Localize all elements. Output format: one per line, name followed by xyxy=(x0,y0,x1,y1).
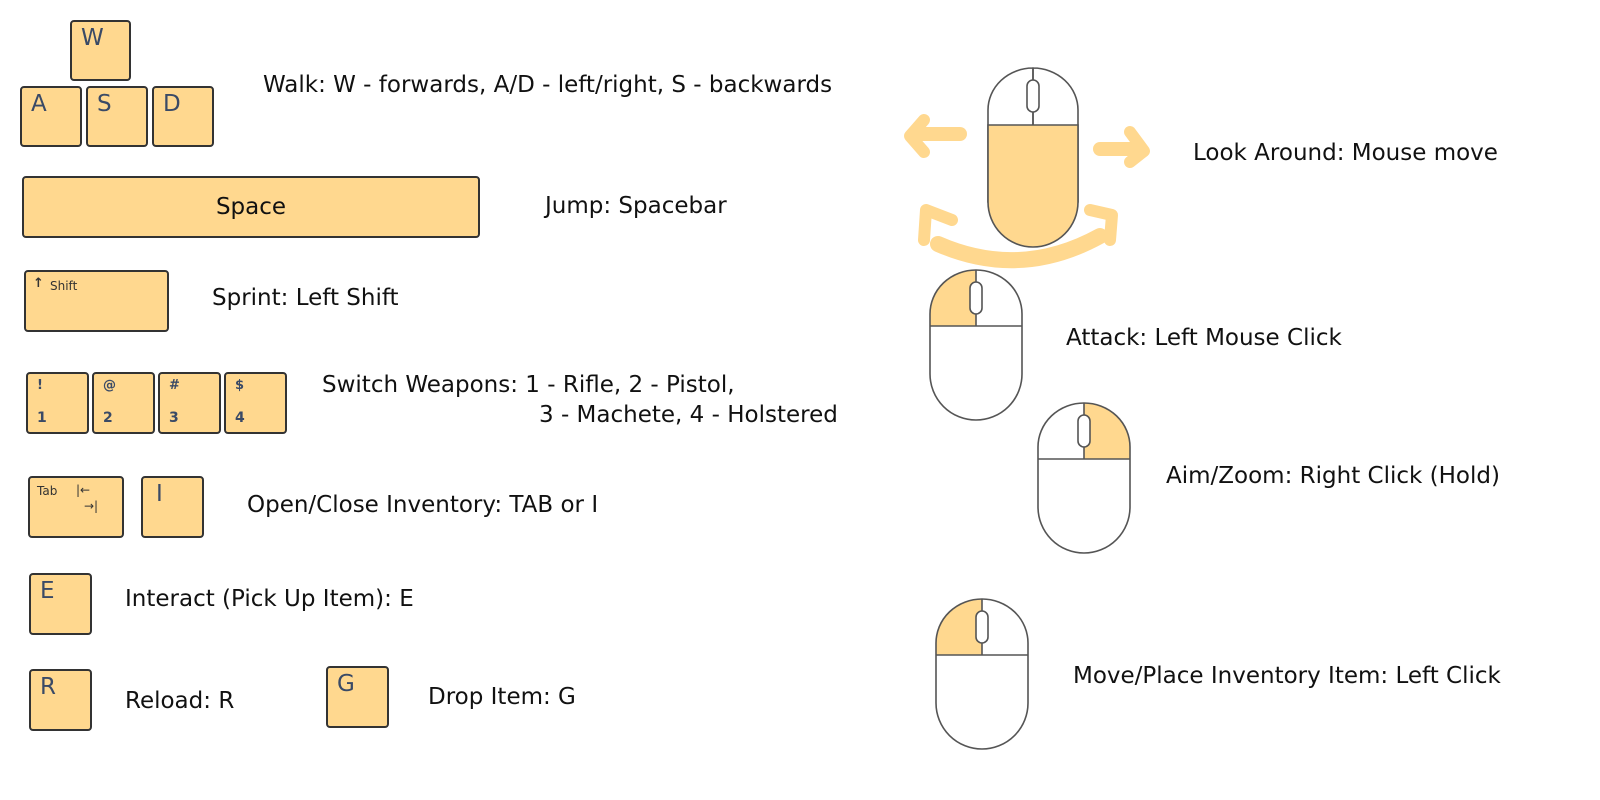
key-3: # 3 xyxy=(158,372,221,434)
key-d-label: D xyxy=(163,91,181,117)
key-e-label: E xyxy=(40,578,55,604)
key-4-number: 4 xyxy=(235,410,245,426)
tab-right-arrow-icon: →| xyxy=(84,499,99,513)
key-3-number: 3 xyxy=(169,410,179,426)
key-s-label: S xyxy=(97,91,112,117)
key-2-symbol: @ xyxy=(103,378,116,393)
key-shift-label: Shift xyxy=(50,279,78,293)
mouse-right-click-icon xyxy=(1037,402,1131,554)
mouse-left-click-icon-inventory xyxy=(935,598,1029,750)
inventory-label: Open/Close Inventory: TAB or I xyxy=(247,492,599,518)
key-w: W xyxy=(70,20,131,81)
key-shift: ↑ Shift xyxy=(24,270,169,332)
key-2: @ 2 xyxy=(92,372,155,434)
key-d: D xyxy=(152,86,214,147)
aim-zoom-label: Aim/Zoom: Right Click (Hold) xyxy=(1166,463,1500,489)
drop-item-label: Drop Item: G xyxy=(428,684,576,710)
interact-label: Interact (Pick Up Item): E xyxy=(125,586,414,612)
key-3-symbol: # xyxy=(169,378,180,393)
switch-weapons-label-line1: Switch Weapons: 1 - Rifle, 2 - Pistol, xyxy=(322,372,735,398)
move-place-item-label: Move/Place Inventory Item: Left Click xyxy=(1073,663,1501,689)
key-1-symbol: ! xyxy=(37,378,43,393)
key-e: E xyxy=(29,573,92,635)
key-4-symbol: $ xyxy=(235,378,245,393)
key-tab-label: Tab xyxy=(37,484,58,498)
key-1: ! 1 xyxy=(26,372,89,434)
key-g: G xyxy=(326,666,389,728)
attack-label: Attack: Left Mouse Click xyxy=(1066,325,1342,351)
key-w-label: W xyxy=(81,25,104,51)
key-a: A xyxy=(20,86,82,147)
key-tab: Tab |← →| xyxy=(28,476,124,538)
key-space: Space xyxy=(22,176,480,238)
key-r-label: R xyxy=(40,674,56,700)
shift-arrow-icon: ↑ xyxy=(33,276,44,291)
key-i: I xyxy=(141,476,204,538)
key-i-label: I xyxy=(156,481,163,507)
look-around-label: Look Around: Mouse move xyxy=(1193,140,1498,166)
reload-label: Reload: R xyxy=(125,688,235,714)
key-r: R xyxy=(29,669,92,731)
key-2-number: 2 xyxy=(103,410,113,426)
tab-left-arrow-icon: |← xyxy=(76,483,91,497)
key-1-number: 1 xyxy=(37,410,47,426)
key-s: S xyxy=(86,86,148,147)
jump-label: Jump: Spacebar xyxy=(545,193,727,219)
key-space-label: Space xyxy=(215,194,287,220)
mouse-move-icon xyxy=(904,67,1150,269)
sprint-label: Sprint: Left Shift xyxy=(212,285,399,311)
key-4: $ 4 xyxy=(224,372,287,434)
mouse-left-click-icon xyxy=(929,269,1023,421)
key-g-label: G xyxy=(337,671,355,697)
switch-weapons-label-line2: 3 - Machete, 4 - Holstered xyxy=(539,402,838,428)
walk-label: Walk: W - forwards, A/D - left/right, S … xyxy=(263,72,833,98)
key-a-label: A xyxy=(31,91,47,117)
